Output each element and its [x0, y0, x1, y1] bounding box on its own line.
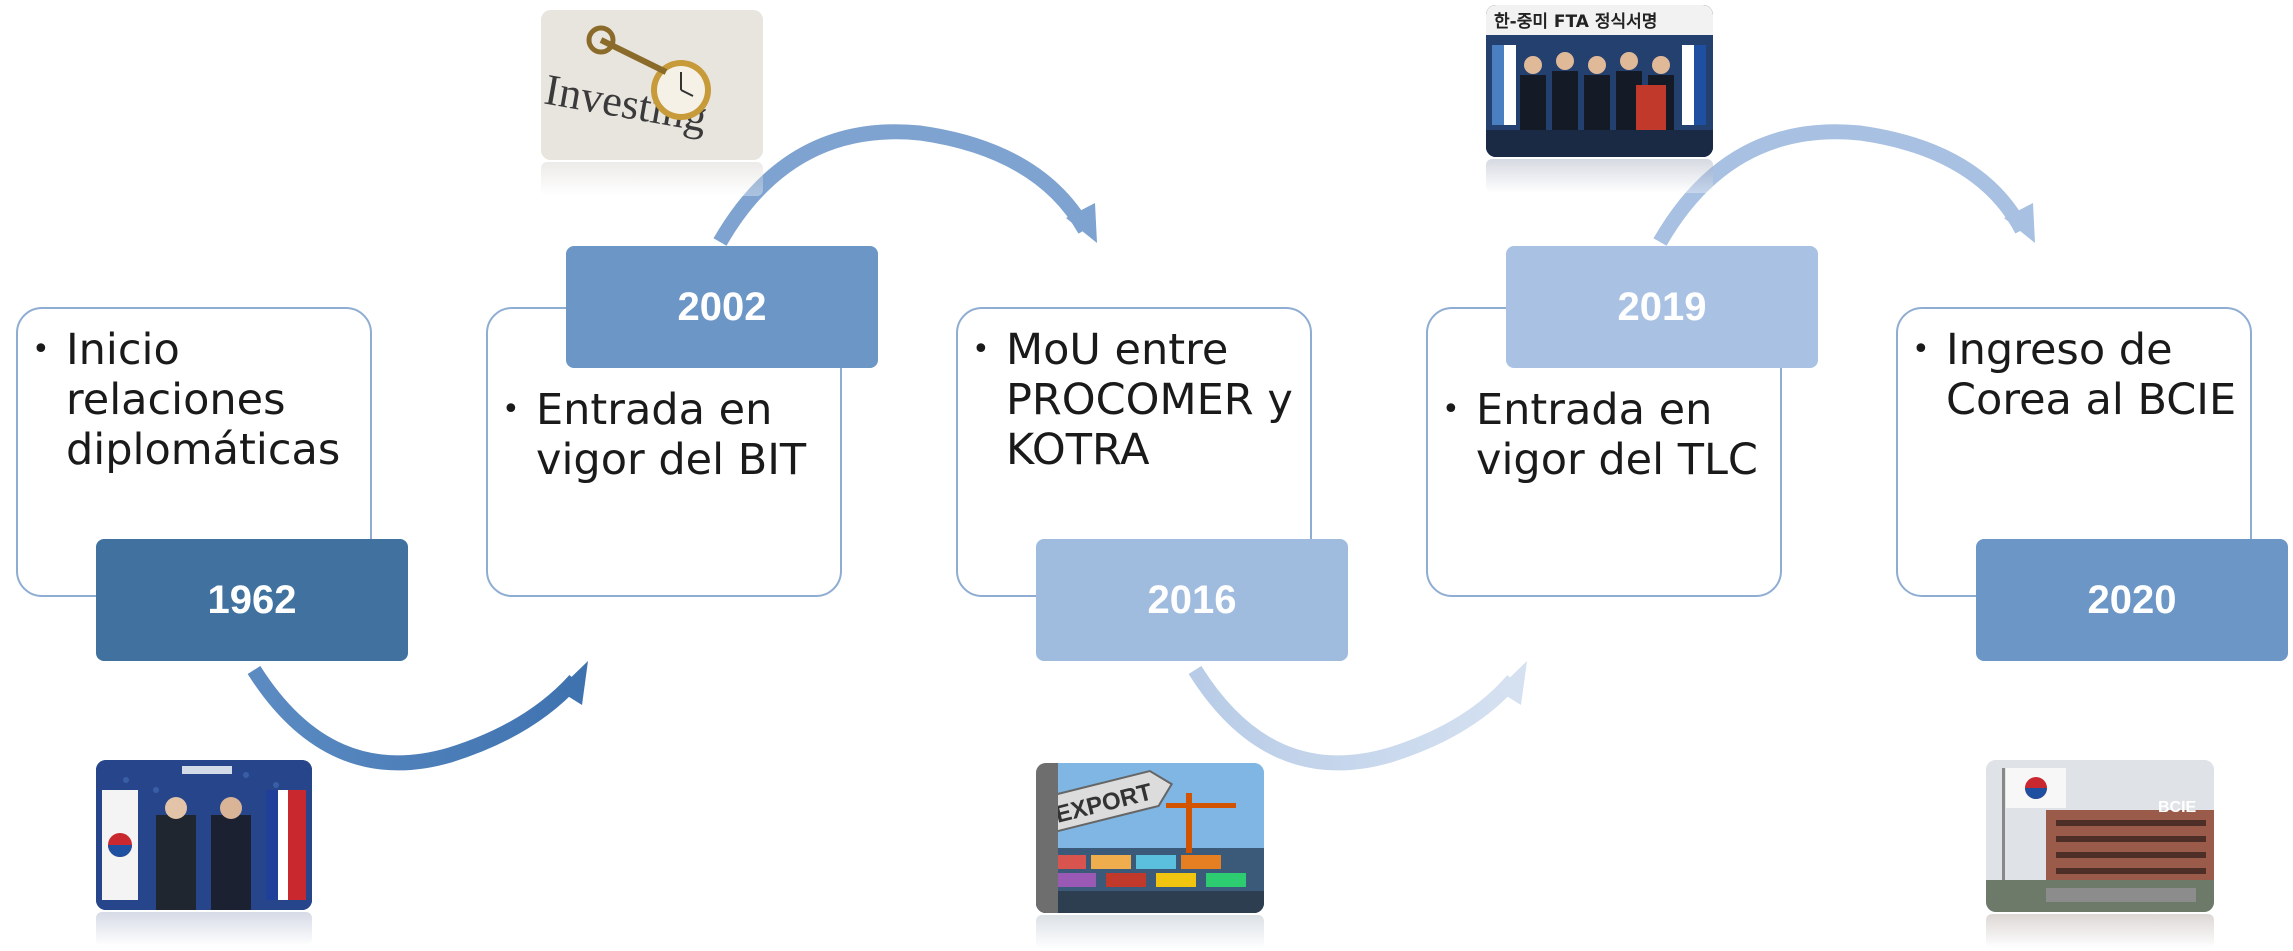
year-label-1962: 1962 — [96, 539, 408, 661]
bcie-building-photo: BCIE — [1986, 760, 2214, 912]
bullet-icon: • — [502, 392, 520, 427]
event-text-2002: • Entrada en vigor del BIT — [502, 385, 807, 485]
svg-text:한-중미 FTA 정식서명: 한-중미 FTA 정식서명 — [1494, 12, 1657, 32]
bullet-icon: • — [1912, 332, 1930, 367]
arrow-2019-to-2020 — [1653, 124, 2035, 246]
year-label-2020: 2020 — [1976, 539, 2288, 661]
arrow-1962-to-2002 — [247, 661, 588, 771]
year-label-2002: 2002 — [566, 246, 878, 368]
year-label-2016: 2016 — [1036, 539, 1348, 661]
arrow-2002-to-2016 — [713, 124, 1097, 246]
bullet-icon: • — [1442, 392, 1460, 427]
export-port-photo: EXPORT — [1036, 763, 1264, 913]
event-text-2016: • MoU entre PROCOMER y KOTRA — [972, 325, 1293, 475]
photo-reflection — [541, 162, 763, 196]
photo-reflection — [1486, 159, 1713, 193]
bullet-icon: • — [32, 332, 50, 367]
investing-key-watch-photo: Investing — [541, 10, 763, 160]
event-text-2020: • Ingreso de Corea al BCIE — [1912, 325, 2237, 425]
svg-text:BCIE: BCIE — [2158, 799, 2197, 816]
photo-reflection — [1986, 914, 2214, 948]
bullet-icon: • — [972, 332, 990, 367]
arrow-2016-to-2019 — [1188, 661, 1527, 771]
flags-meeting-photo — [96, 760, 312, 910]
year-label-2019: 2019 — [1506, 246, 1818, 368]
photo-reflection — [1036, 915, 1264, 949]
event-text-1962: • Inicio relaciones diplomáticas — [32, 325, 341, 475]
photo-reflection — [96, 912, 312, 946]
fta-signing-photo: 한-중미 FTA 정식서명 — [1486, 5, 1713, 157]
event-text-2019: • Entrada en vigor del TLC — [1442, 385, 1758, 485]
